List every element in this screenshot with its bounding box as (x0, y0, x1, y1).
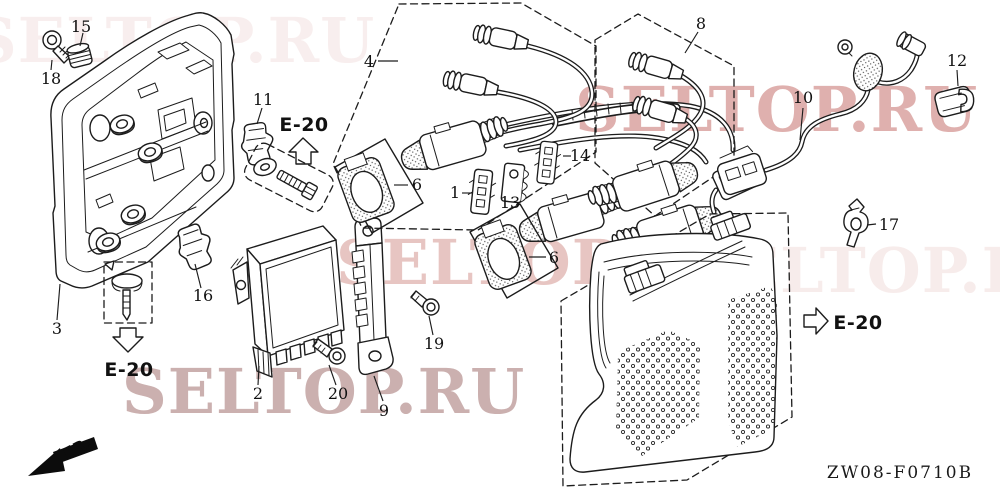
e20-arrow-down (112, 327, 144, 353)
fr-label: FR. (60, 433, 95, 463)
bracket-part-9 (351, 217, 394, 376)
rivet-clip-kit (103, 260, 153, 324)
callout-9: 9 (379, 401, 389, 420)
callout-6b: 6 (549, 248, 559, 267)
e20-ref-right: E-20 (833, 312, 882, 334)
cord-clip-part-13 (500, 162, 529, 204)
watermarks: SELTOP.RU SELTOP.RU SELTOP.RU SELTOP.RU … (0, 4, 1000, 428)
grommet-part-6-right (469, 203, 559, 299)
bolt-part-19 (410, 290, 440, 316)
cord-clip-part-1 (465, 167, 498, 216)
screw-grommet-part-15 (66, 42, 93, 69)
callout-14: 14 (570, 146, 590, 165)
cable-part-10 (716, 31, 927, 196)
grommet-part-6-left (334, 138, 424, 234)
callout-6a: 6 (412, 175, 422, 194)
e20-ref-bottom: E-20 (104, 359, 153, 381)
fr-direction-arrow (28, 437, 98, 476)
callout-2: 2 (253, 384, 263, 403)
bolt-part-18 (42, 30, 72, 64)
callout-4: 4 (364, 52, 374, 71)
callout-16: 16 (193, 286, 213, 305)
callout-1: 1 (450, 183, 460, 202)
callout-15: 15 (71, 17, 91, 36)
callout-11: 11 (253, 90, 273, 109)
callout-19: 19 (424, 334, 444, 353)
callout-12: 12 (947, 51, 967, 70)
washer-bolt-kit (243, 142, 334, 213)
clip-part-16 (177, 223, 212, 271)
e20-arrow-up (288, 137, 319, 165)
callout-20: 20 (328, 384, 348, 403)
callout-18: 18 (41, 69, 61, 88)
callout-3: 3 (52, 319, 62, 338)
perforated-cover (560, 210, 793, 487)
cdi-unit-part-2 (230, 225, 345, 378)
clamp-part-17 (843, 198, 869, 248)
bolt-part-20 (312, 338, 346, 365)
electrical-bracket-case-part-3 (50, 12, 235, 289)
leader-lines (50, 31, 959, 402)
callout-8: 8 (696, 14, 706, 33)
e20-arrow-right (803, 307, 829, 335)
watermark-bottom-left: SELTOP.RU (122, 355, 525, 428)
callout-10: 10 (793, 88, 813, 107)
clamp-part-12 (934, 85, 975, 118)
e20-ref-top: E-20 (279, 114, 328, 136)
drawing-code: ZW08-F0710B (827, 463, 973, 483)
callout-17: 17 (879, 215, 899, 234)
callout-13: 13 (500, 193, 520, 212)
